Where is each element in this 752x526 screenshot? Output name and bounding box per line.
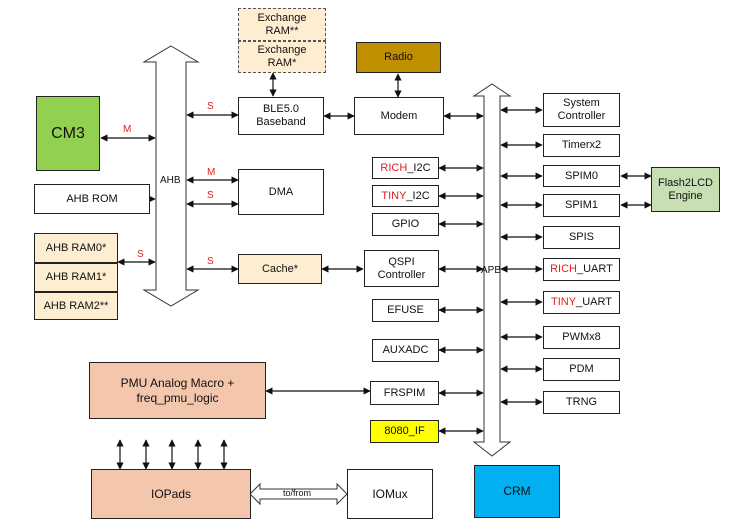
iomux: IOMux xyxy=(347,469,433,519)
port-label-dma-s: S xyxy=(207,190,214,201)
cache: Cache* xyxy=(238,254,322,284)
flash2lcd-engine: Flash2LCD Engine xyxy=(651,167,720,212)
iopads: IOPads xyxy=(91,469,251,519)
rich-i2c-suffix: _I2C xyxy=(407,161,431,174)
ahb-label: AHB xyxy=(160,175,181,186)
tiny-i2c: TINY_I2C xyxy=(372,185,439,207)
tiny-uart-prefix: TINY xyxy=(551,296,577,308)
system-controller: System Controller xyxy=(543,93,620,127)
tiny-uart: TINY_UART xyxy=(543,291,620,314)
port-label-dma-m: M xyxy=(207,167,216,178)
spis: SPIS xyxy=(543,226,620,249)
ble-baseband: BLE5.0 Baseband xyxy=(238,97,324,135)
pmu-analog-macro: PMU Analog Macro + freq_pmu_logic xyxy=(89,362,266,419)
exchange-ram-1: Exchange RAM** xyxy=(238,8,326,41)
ahb-ram2: AHB RAM2** xyxy=(34,292,118,320)
dma: DMA xyxy=(238,169,324,215)
ahb-rom: AHB ROM xyxy=(34,184,150,214)
port-label-cache: S xyxy=(207,256,214,267)
apb-bus-arrow xyxy=(472,83,512,457)
ahb-ram1: AHB RAM1* xyxy=(34,263,118,292)
apb-label: APB xyxy=(481,265,502,276)
efuse: EFUSE xyxy=(372,299,439,322)
rich-uart-prefix: RICH xyxy=(550,263,577,275)
auxadc: AUXADC xyxy=(372,339,439,362)
to-from-label: to/from xyxy=(283,488,312,498)
tiny-i2c-prefix: TINY xyxy=(381,189,407,202)
if-8080: 8080_IF xyxy=(370,420,439,443)
rich-i2c: RICH_I2C xyxy=(372,157,439,179)
trng: TRNG xyxy=(543,391,620,414)
rich-i2c-prefix: RICH xyxy=(380,161,408,174)
tiny-uart-suffix: _UART xyxy=(576,296,612,308)
pdm: PDM xyxy=(543,358,620,381)
spim0: SPIM0 xyxy=(543,165,620,187)
ahb-ram0: AHB RAM0* xyxy=(34,233,118,263)
spim1: SPIM1 xyxy=(543,194,620,217)
tiny-i2c-suffix: _I2C xyxy=(406,189,430,202)
cm3-core: CM3 xyxy=(36,96,100,171)
port-label-ble: S xyxy=(207,101,214,112)
frspim: FRSPIM xyxy=(370,381,439,405)
timerx2: Timerx2 xyxy=(543,134,620,157)
exchange-ram-2: Exchange RAM* xyxy=(238,41,326,73)
ahb-bus-arrow xyxy=(142,45,200,307)
radio-block: Radio xyxy=(356,42,441,73)
port-label-cm3: M xyxy=(123,124,132,135)
qspi-controller: QSPI Controller xyxy=(364,250,439,287)
gpio: GPIO xyxy=(372,213,439,236)
rich-uart: RICH_UART xyxy=(543,258,620,281)
pwmx8: PWMx8 xyxy=(543,326,620,349)
port-label-ahbram: S xyxy=(137,249,144,260)
rich-uart-suffix: _UART xyxy=(577,263,613,275)
modem: Modem xyxy=(354,97,444,135)
crm: CRM xyxy=(474,465,560,518)
